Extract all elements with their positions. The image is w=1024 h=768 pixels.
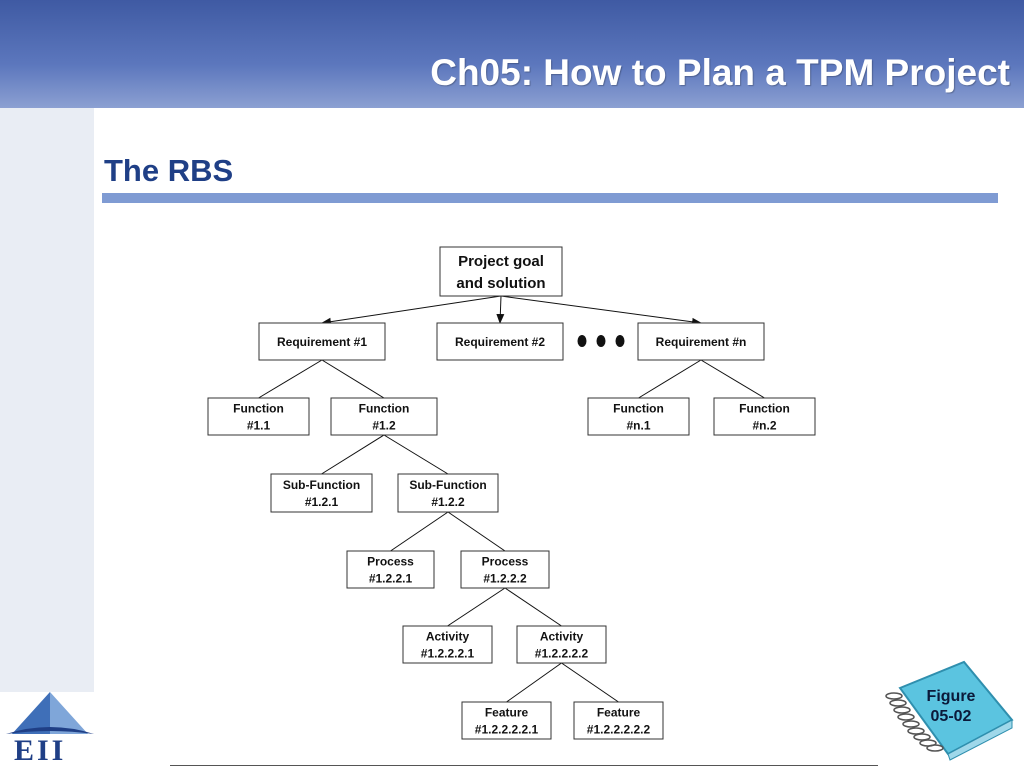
node-label: #1.2 — [372, 418, 396, 432]
ellipsis-dot — [577, 335, 587, 347]
logo-text: EII — [14, 734, 67, 767]
edge-p1222-to-a12221 — [447, 587, 506, 627]
bottom-divider — [170, 765, 878, 766]
node-label: Project goal — [458, 253, 544, 270]
node-box — [573, 701, 664, 740]
slide-header: Ch05: How to Plan a TPM Project — [0, 0, 1024, 108]
node-p1222: Process #1.2.2.2 — [460, 550, 550, 589]
node-label: #n.2 — [752, 418, 776, 432]
edge-reqn-to-fn2 — [700, 359, 765, 399]
node-label: #1.1 — [247, 418, 271, 432]
node-req1: Requirement #1 — [258, 322, 386, 361]
node-ft2: Feature #1.2.2.2.2.2 — [573, 701, 664, 740]
node-box — [461, 701, 552, 740]
node-label: #1.2.2.2.2.2 — [587, 722, 651, 736]
node-label: Function — [739, 401, 790, 415]
node-label: Feature — [485, 705, 529, 719]
node-box — [207, 397, 310, 436]
node-label: and solution — [456, 275, 545, 292]
node-label: Process — [482, 554, 529, 568]
node-label: #1.2.2.2.1 — [421, 646, 475, 660]
node-box — [397, 473, 499, 513]
node-sf121: Sub-Function #1.2.1 — [270, 473, 373, 513]
node-fn1: Function #n.1 — [587, 397, 690, 436]
node-a12222: Activity #1.2.2.2.2 — [516, 625, 607, 664]
node-p1221: Process #1.2.2.1 — [346, 550, 435, 589]
notebook-icon — [885, 660, 1014, 761]
slide-title: Ch05: How to Plan a TPM Project — [430, 52, 1010, 93]
ellipsis-dot — [615, 335, 625, 347]
node-box — [713, 397, 816, 436]
node-label: Activity — [540, 629, 584, 643]
node-box — [258, 322, 386, 361]
edge-f12-to-sf121 — [321, 434, 385, 475]
node-label: Sub-Function — [409, 478, 486, 492]
node-box — [330, 397, 438, 436]
edge-p1222-to-a12222 — [504, 587, 562, 627]
node-label: #1.2.1 — [305, 495, 339, 509]
edge-req1-to-f11 — [258, 359, 323, 399]
edge-a12222-to-ft1 — [506, 662, 562, 703]
edge-a12222-to-ft2 — [561, 662, 619, 703]
figure-label: Figure 05-02 — [912, 687, 990, 727]
node-box — [587, 397, 690, 436]
node-ft1: Feature #1.2.2.2.2.1 — [461, 701, 552, 740]
edge-goal-to-req1 — [321, 295, 502, 326]
node-label: Requirement #2 — [455, 335, 545, 349]
node-label: Function — [233, 401, 284, 415]
node-label: Feature — [597, 705, 641, 719]
node-box — [436, 322, 564, 361]
node-box — [460, 550, 550, 589]
ellipsis-dot — [596, 335, 606, 347]
diagram-edges — [258, 295, 765, 703]
node-label: #n.1 — [626, 418, 650, 432]
ellipsis-dots — [577, 335, 625, 347]
node-req2: Requirement #2 — [436, 322, 564, 361]
node-label: #1.2.2.1 — [369, 571, 413, 585]
figure-label-line-2: 05-02 — [930, 708, 972, 725]
node-f12: Function #1.2 — [330, 397, 438, 436]
eii-logo-icon — [6, 692, 94, 734]
node-box — [402, 625, 493, 664]
left-margin-strip — [0, 108, 94, 692]
edge-sf122-to-p1221 — [390, 511, 449, 552]
node-label: #1.2.2.2 — [483, 571, 527, 585]
section-divider — [102, 193, 998, 203]
node-box — [516, 625, 607, 664]
node-label: Requirement #1 — [277, 335, 367, 349]
node-label: #1.2.2.2.2 — [535, 646, 589, 660]
node-label: Sub-Function — [283, 478, 360, 492]
edge-reqn-to-fn1 — [638, 359, 702, 399]
edge-sf122-to-p1222 — [447, 511, 506, 552]
node-sf122: Sub-Function #1.2.2 — [397, 473, 499, 513]
edge-f12-to-sf122 — [383, 434, 449, 475]
edge-goal-to-reqn — [500, 295, 702, 326]
node-fn2: Function #n.2 — [713, 397, 816, 436]
node-label: Function — [613, 401, 664, 415]
node-goal: Project goal and solution — [439, 246, 563, 297]
section-title: The RBS — [104, 153, 234, 188]
node-label: #1.2.2.2.2.1 — [475, 722, 539, 736]
node-label: Activity — [426, 629, 470, 643]
edge-req1-to-f12 — [321, 359, 385, 399]
figure-label-line-1: Figure — [926, 688, 976, 705]
node-label: Requirement #n — [656, 335, 747, 349]
node-box — [270, 473, 373, 513]
node-box — [439, 246, 563, 297]
node-box — [346, 550, 435, 589]
node-reqn: Requirement #n — [637, 322, 765, 361]
node-f11: Function #1.1 — [207, 397, 310, 436]
node-label: #1.2.2 — [431, 495, 465, 509]
edge-goal-to-req2 — [496, 295, 505, 324]
node-a12221: Activity #1.2.2.2.1 — [402, 625, 493, 664]
node-label: Process — [367, 554, 414, 568]
node-label: Function — [359, 401, 410, 415]
node-box — [637, 322, 765, 361]
